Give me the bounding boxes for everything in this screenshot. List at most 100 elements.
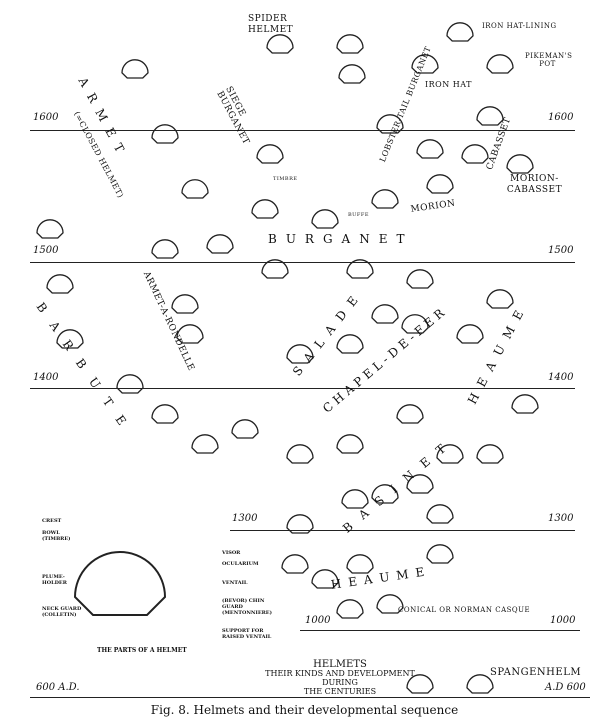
helmet-sketch-icon [46, 274, 74, 294]
helmet-sketch-icon [426, 544, 454, 564]
helmet-sketch-icon [181, 179, 209, 199]
diagram-title: HELMETS THEIR KINDS AND DEVELOPMENT DURI… [250, 659, 430, 697]
part-support: SUPPORT FOR RAISED VENTAIL [222, 628, 272, 640]
label-spangenhelm: SPANGENHELM [490, 667, 582, 678]
helmet-sketch-icon [176, 324, 204, 344]
part-chin-guard: (BEVOR) CHIN GUARD (MENTONNIERE) [222, 598, 272, 616]
helmet-sketch-icon [231, 419, 259, 439]
helmet-sketch-icon [371, 304, 399, 324]
helmet-sketch-icon [506, 154, 534, 174]
helmet-sketch-icon [486, 54, 514, 74]
timeline-1000 [300, 630, 580, 631]
part-bowl: BOWL (TIMBRE) [42, 530, 71, 542]
helmet-sketch-icon [206, 234, 234, 254]
helmet-sketch-icon [281, 554, 309, 574]
label-conical-casque: CONICAL OR NORMAN CASQUE [398, 606, 531, 614]
helmet-sketch-icon [191, 434, 219, 454]
helmet-sketch-icon [436, 444, 464, 464]
helmet-sketch-icon [151, 404, 179, 424]
helmet-sketch-icon [376, 594, 404, 614]
label-morion-cabasset: MORION-CABASSET [506, 174, 563, 195]
helmet-sketch-icon [256, 144, 284, 164]
timeline-1400 [30, 388, 575, 389]
title-line-2: THEIR KINDS AND DEVELOPMENT DURING [265, 669, 415, 687]
helmet-sketch-icon [311, 209, 339, 229]
part-ventail: VENTAIL [222, 580, 248, 586]
helmet-sketch-icon [346, 259, 374, 279]
part-crest: CREST [42, 518, 62, 524]
helmet-sketch-icon [426, 174, 454, 194]
helmet-sketch-icon [396, 404, 424, 424]
helmet-sketch-icon [511, 394, 539, 414]
label-iron-hat: IRON HAT [425, 80, 472, 89]
year-1400-left: 1400 [33, 372, 59, 383]
year-1500-right: 1500 [548, 245, 574, 256]
helmet-sketch-icon [341, 489, 369, 509]
label-buffe: BUFFE [348, 212, 369, 218]
year-1300-right: 1300 [548, 513, 574, 524]
helmet-sketch-icon [171, 294, 199, 314]
label-burganet: BURGANET [268, 232, 414, 246]
title-line-1: HELMETS [313, 659, 367, 670]
helmet-sketch-icon [346, 554, 374, 574]
helmet-sketch-icon [286, 344, 314, 364]
timeline-600 [30, 697, 590, 698]
year-1500-left: 1500 [33, 245, 59, 256]
part-plume-holder: PLUME-HOLDER [42, 574, 67, 586]
helmet-sketch-icon [476, 106, 504, 126]
year-1300-left: 1300 [232, 513, 258, 524]
helmet-sketch-icon [286, 444, 314, 464]
helmet-sketch-icon [371, 484, 399, 504]
helmet-sketch-icon [36, 219, 64, 239]
helmet-sketch-icon [336, 34, 364, 54]
helmet-sketch-icon [311, 569, 339, 589]
year-600-left: 600 A.D. [36, 682, 80, 693]
label-pikemans-pot: PIKEMAN'S POT [525, 52, 573, 68]
year-1600-right: 1600 [548, 112, 574, 123]
helmet-sketch-icon [456, 324, 484, 344]
helmet-sketch-icon [466, 674, 494, 694]
helmet-sketch-icon [56, 329, 84, 349]
helmet-sketch-icon [406, 269, 434, 289]
part-visor: VISOR [222, 550, 241, 556]
title-line-3: THE CENTURIES [303, 687, 377, 696]
year-600-right: A.D 600 [545, 682, 586, 693]
part-neck-guard: NECK GUARD (COLLETIN) [42, 606, 82, 618]
timeline-1300 [230, 530, 575, 531]
figure-caption: Fig. 8. Helmets and their developmental … [150, 703, 459, 717]
helmet-sketch-icon [416, 139, 444, 159]
helmet-sketch-icon [151, 239, 179, 259]
helmet-sketch-icon [336, 599, 364, 619]
year-1400-right: 1400 [548, 372, 574, 383]
helmet-sketch-icon [461, 144, 489, 164]
helmet-sketch-icon [411, 54, 439, 74]
timeline-1600 [30, 130, 575, 131]
helmet-sketch-icon [426, 504, 454, 524]
helmet-sketch-icon [476, 444, 504, 464]
year-1000-right: 1000 [550, 615, 576, 626]
helmet-sketch-icon [151, 124, 179, 144]
helmet-sketch-icon [376, 114, 404, 134]
label-spider-helmet: SPIDER HELMET [248, 14, 294, 35]
helmet-sketch-icon [401, 314, 429, 334]
parts-title: THE PARTS OF A HELMET [97, 647, 187, 654]
timeline-1500 [30, 262, 575, 263]
helmet-sketch-icon [486, 289, 514, 309]
part-ocularium: OCULARIUM [222, 561, 259, 567]
label-iron-hat-lining: IRON HAT-LINING [482, 22, 557, 30]
helmet-sketch-icon [371, 189, 399, 209]
year-1000-left: 1000 [305, 615, 331, 626]
label-timbre: TIMBRE [273, 176, 298, 182]
helmet-sketch-icon [261, 259, 289, 279]
helmet-sketch-icon [406, 474, 434, 494]
helmet-sketch-icon [336, 334, 364, 354]
helmet-sketch-icon [266, 34, 294, 54]
helmet-sketch-icon [116, 374, 144, 394]
helmet-sketch-icon [73, 551, 167, 616]
helmet-sketch-icon [286, 514, 314, 534]
helmet-sketch-icon [251, 199, 279, 219]
helmet-sketch-icon [406, 674, 434, 694]
helmet-sketch-icon [338, 64, 366, 84]
helmet-sketch-icon [446, 22, 474, 42]
